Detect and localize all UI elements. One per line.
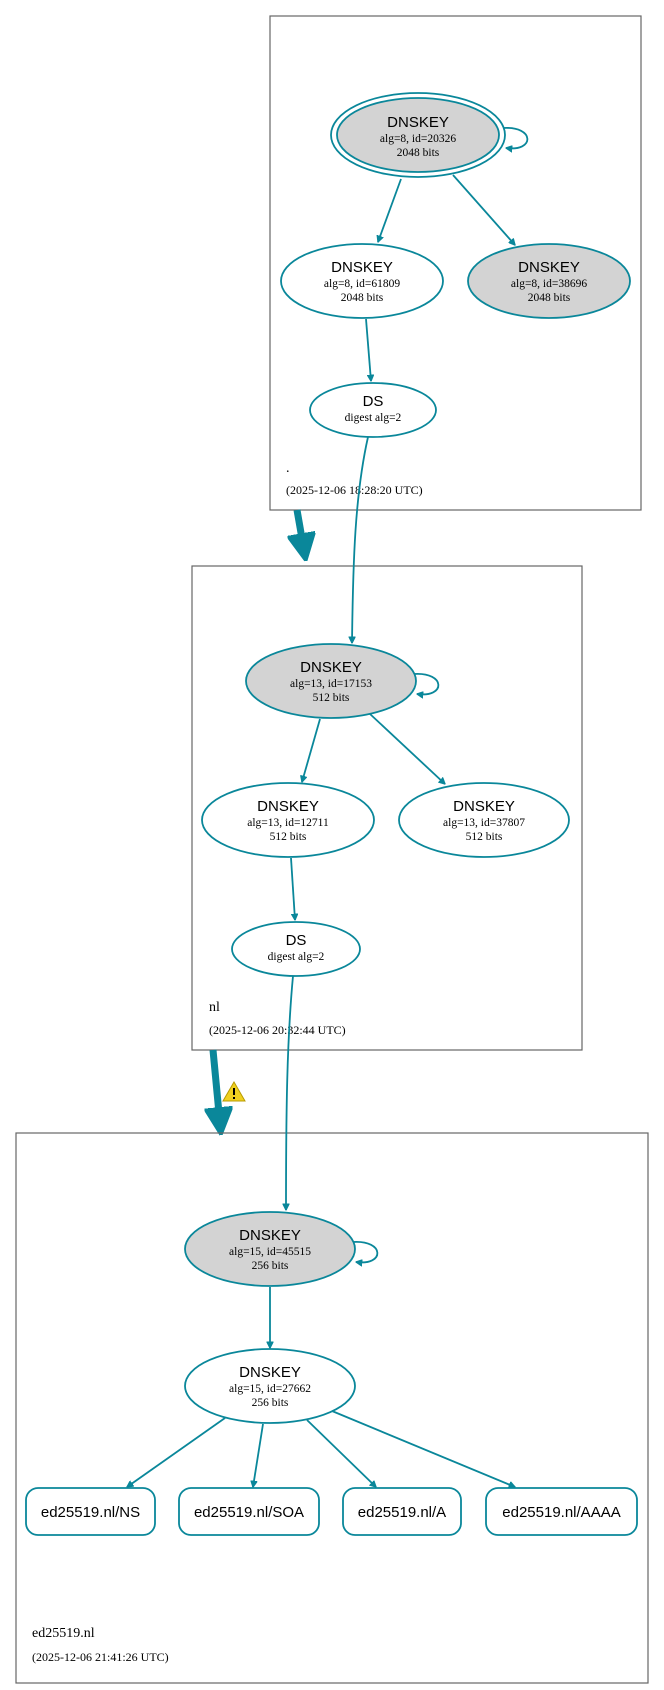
root-zsk1-node[interactable]: DNSKEY alg=8, id=61809 2048 bits [280, 243, 444, 319]
root-ds-type: DS [363, 393, 384, 410]
zone-ed25519-box [15, 1132, 649, 1684]
nl-ksk-ellipse [245, 643, 417, 719]
root-zsk1-type: DNSKEY [331, 259, 393, 276]
nl-ksk-node[interactable]: DNSKEY alg=13, id=17153 512 bits [245, 643, 417, 719]
ed25519-zsk-bits: 256 bits [252, 1397, 289, 1409]
nl-zsk2-node[interactable]: DNSKEY alg=13, id=37807 512 bits [398, 782, 570, 858]
delegation-nl-to-ed25519 [213, 1049, 220, 1124]
edge-zsk-to-ns [127, 1417, 226, 1487]
zone-nl: DNSKEY alg=13, id=17153 512 bits DNSKEY … [191, 565, 583, 1051]
nl-ds-type: DS [286, 932, 307, 949]
zone-ed25519: DNSKEY alg=15, id=45515 256 bits DNSKEY … [15, 1132, 649, 1684]
root-zsk1-ellipse [280, 243, 444, 319]
nl-ksk-detail: alg=13, id=17153 [290, 678, 372, 690]
root-ksk-outer-ring [330, 92, 506, 178]
root-zsk2-bits: 2048 bits [528, 292, 571, 304]
nl-zsk2-type: DNSKEY [453, 798, 515, 815]
nl-ksk-bits: 512 bits [313, 692, 350, 704]
rrset-a-node[interactable]: ed25519.nl/A [342, 1487, 462, 1536]
ed25519-zsk-ellipse [184, 1348, 356, 1424]
root-ds-detail: digest alg=2 [345, 412, 402, 424]
edge-root-ksk-to-zsk1 [378, 178, 402, 242]
edge-root-ds-to-nl-ksk [352, 436, 369, 643]
edge-nl-ksk-to-zsk2 [369, 713, 445, 784]
edge-root-ksk-to-zsk2 [452, 174, 515, 245]
rrset-soa-node[interactable]: ed25519.nl/SOA [178, 1487, 320, 1536]
nl-zsk1-type: DNSKEY [257, 798, 319, 815]
root-ksk-detail: alg=8, id=20326 [380, 133, 456, 145]
nl-zsk1-bits: 512 bits [270, 831, 307, 843]
edge-zsk-to-a [306, 1419, 376, 1487]
root-ksk-bits: 2048 bits [397, 147, 440, 159]
zone-nl-timestamp: (2025-12-06 20:32:44 UTC) [209, 1023, 346, 1037]
nl-zsk2-detail: alg=13, id=37807 [443, 817, 525, 829]
zone-root-timestamp: (2025-12-06 18:28:20 UTC) [286, 483, 423, 497]
edge-zsk-to-soa [253, 1423, 264, 1487]
nl-zsk1-node[interactable]: DNSKEY alg=13, id=12711 512 bits [201, 782, 375, 858]
rrset-aaaa-box [485, 1487, 638, 1536]
nl-zsk1-ellipse [201, 782, 375, 858]
root-zsk2-detail: alg=8, id=38696 [511, 278, 587, 290]
root-zsk2-ellipse [467, 243, 631, 319]
root-ksk-self-loop [502, 127, 529, 149]
edge-nl-ksk-to-zsk1 [302, 718, 321, 782]
root-ksk-node[interactable]: DNSKEY alg=8, id=20326 2048 bits [330, 92, 506, 178]
ed25519-ksk-node[interactable]: DNSKEY alg=15, id=45515 256 bits [184, 1211, 356, 1287]
zone-ed25519-timestamp: (2025-12-06 21:41:26 UTC) [32, 1650, 169, 1664]
warning-triangle-icon[interactable] [222, 1081, 246, 1102]
nl-ds-ellipse [231, 921, 361, 977]
root-ds-ellipse [309, 382, 437, 438]
root-ksk-ellipse [336, 97, 500, 173]
edge-zsk-to-aaaa [331, 1410, 515, 1487]
root-zsk1-detail: alg=8, id=61809 [324, 278, 400, 290]
zone-root: DNSKEY alg=8, id=20326 2048 bits DNSKEY … [269, 15, 642, 511]
root-zsk2-node[interactable]: DNSKEY alg=8, id=38696 2048 bits [467, 243, 631, 319]
ed25519-ksk-type: DNSKEY [239, 1227, 301, 1244]
ed25519-ksk-bits: 256 bits [252, 1260, 289, 1272]
edge-root-zsk1-to-ds [365, 318, 371, 381]
nl-ksk-self-loop [413, 673, 440, 695]
zone-ed25519-name: ed25519.nl [32, 1626, 95, 1641]
rrset-a-label: ed25519.nl/A [358, 1504, 446, 1521]
delegation-root-to-nl [297, 509, 304, 550]
nl-zsk2-bits: 512 bits [466, 831, 503, 843]
nl-zsk1-detail: alg=13, id=12711 [247, 817, 329, 829]
zone-root-name: . [286, 461, 290, 476]
ed25519-ksk-ellipse [184, 1211, 356, 1287]
rrset-soa-box [178, 1487, 320, 1536]
edge-nl-ds-to-ed25519-ksk [286, 975, 294, 1210]
root-ksk-type: DNSKEY [387, 114, 449, 131]
ed25519-ksk-detail: alg=15, id=45515 [229, 1246, 311, 1258]
zone-nl-name: nl [209, 1000, 220, 1015]
rrset-soa-label: ed25519.nl/SOA [194, 1504, 304, 1521]
zone-root-box [269, 15, 642, 511]
zone-nl-box [191, 565, 583, 1051]
rrset-ns-node[interactable]: ed25519.nl/NS [25, 1487, 156, 1536]
ed25519-ksk-self-loop [352, 1241, 379, 1263]
nl-zsk2-ellipse [398, 782, 570, 858]
rrset-a-box [342, 1487, 462, 1536]
ed25519-zsk-node[interactable]: DNSKEY alg=15, id=27662 256 bits [184, 1348, 356, 1424]
root-zsk1-bits: 2048 bits [341, 292, 384, 304]
root-zsk2-type: DNSKEY [518, 259, 580, 276]
rrset-aaaa-label: ed25519.nl/AAAA [502, 1504, 620, 1521]
rrset-ns-label: ed25519.nl/NS [41, 1504, 140, 1521]
rrset-aaaa-node[interactable]: ed25519.nl/AAAA [485, 1487, 638, 1536]
ed25519-zsk-type: DNSKEY [239, 1364, 301, 1381]
edge-nl-zsk1-to-ds [290, 857, 295, 920]
root-ds-node[interactable]: DS digest alg=2 [309, 382, 437, 438]
rrset-ns-box [25, 1487, 156, 1536]
nl-ksk-type: DNSKEY [300, 659, 362, 676]
nl-ds-node[interactable]: DS digest alg=2 [231, 921, 361, 977]
nl-ds-detail: digest alg=2 [268, 951, 325, 963]
ed25519-zsk-detail: alg=15, id=27662 [229, 1383, 311, 1395]
